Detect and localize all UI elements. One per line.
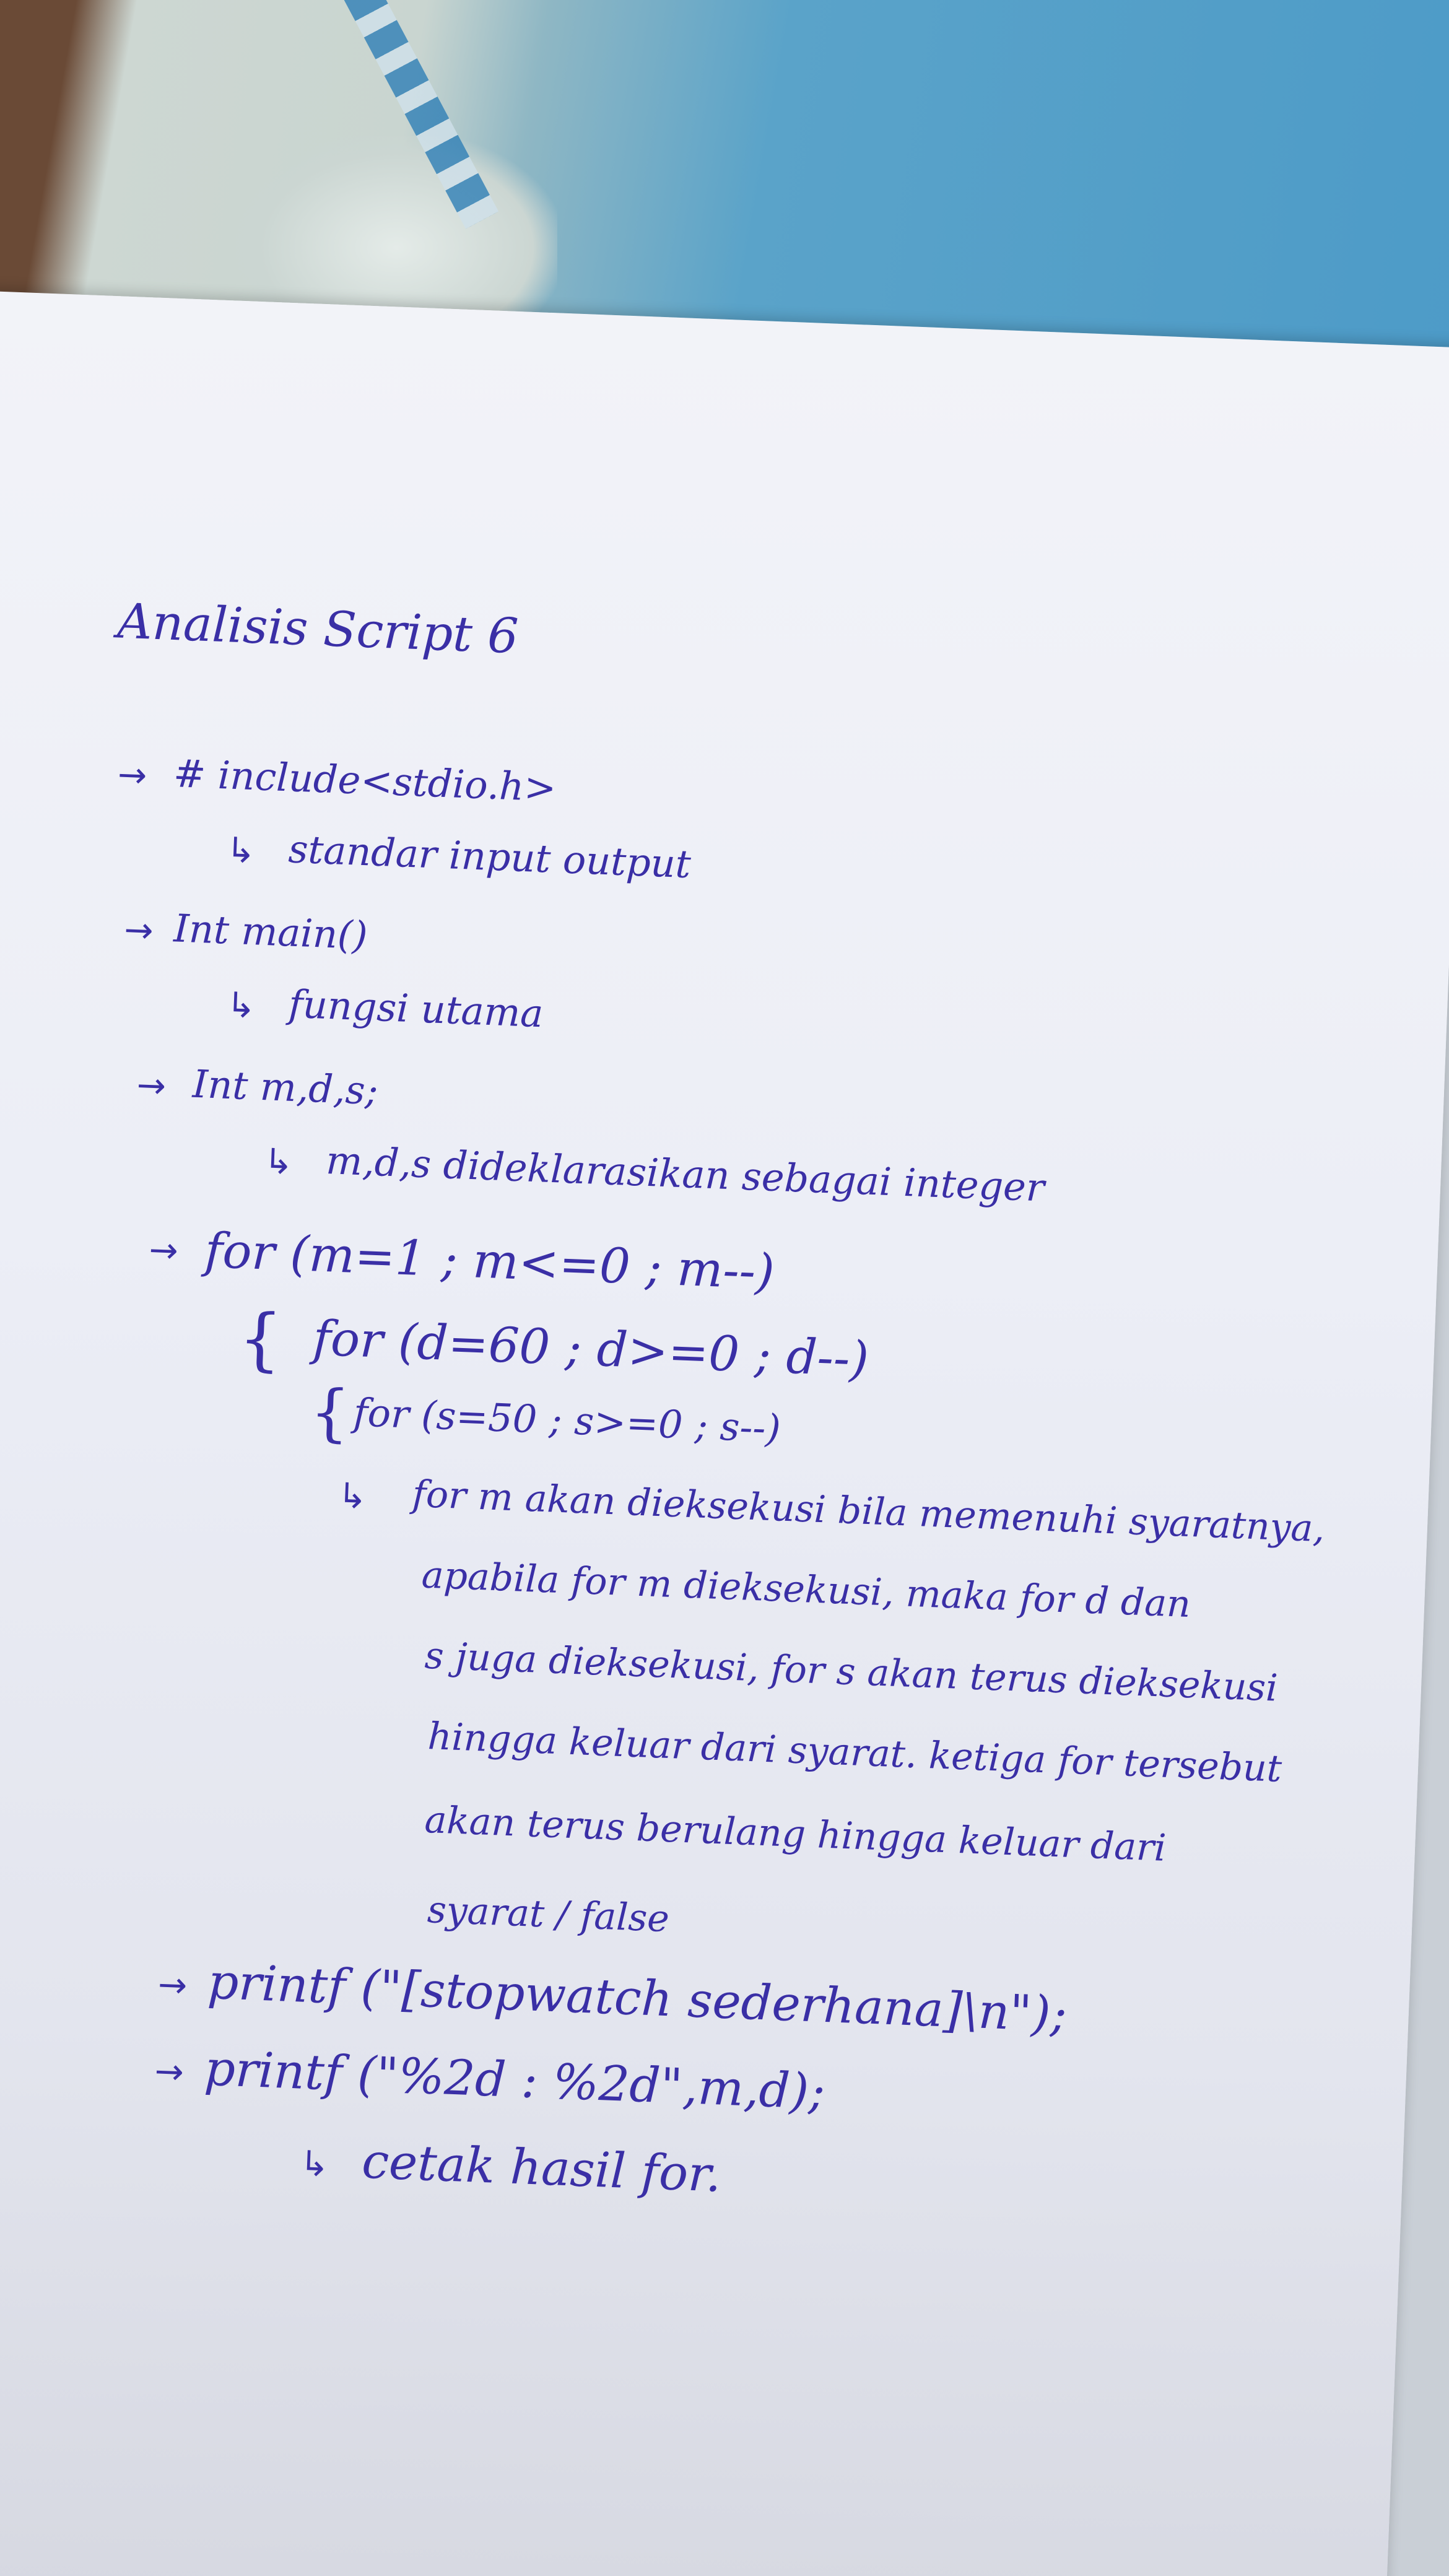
line-printf-title: printf ("[stopwatch sederhana]\n"); xyxy=(206,1954,1068,2043)
line-marker-arrow: → xyxy=(123,910,154,952)
line-marker-sub: ↳ xyxy=(299,2143,330,2185)
line-main-note: fungsi utama xyxy=(287,981,544,1037)
line-marker-arrow: → xyxy=(148,1230,179,1271)
explanation-line: akan terus berulang hingga keluar dari xyxy=(424,1798,1167,1870)
line-for-s: for (s=50 ; s>=0 ; s--) xyxy=(352,1390,781,1451)
explanation-line: apabila for m dieksekusi, maka for d dan xyxy=(420,1553,1192,1627)
brace-d: { xyxy=(237,1298,284,1380)
explanation-line: s juga dieksekusi, for s akan terus diek… xyxy=(424,1634,1279,1710)
notebook-page: Analisis Script 6 → # include<stdio.h> ↳… xyxy=(0,291,1449,2576)
page-title: Analisis Script 6 xyxy=(116,593,520,665)
line-printf-values: printf ("%2d : %2d",m,d); xyxy=(203,2040,827,2121)
line-declare-note: m,d,s dideklarasikan sebagai integer xyxy=(325,1138,1045,1211)
line-for-d: for (d=60 ; d>=0 ; d--) xyxy=(311,1310,870,1388)
line-marker-sub: ↳ xyxy=(225,985,257,1027)
line-for-m: for (m=1 ; m<=0 ; m--) xyxy=(204,1222,776,1300)
line-marker-sub: ↳ xyxy=(337,1476,368,1517)
explanation-line: for m akan dieksekusi bila memenuhi syar… xyxy=(411,1472,1326,1551)
line-marker-arrow: → xyxy=(157,1964,188,2006)
line-main: Int main() xyxy=(173,905,368,959)
line-marker-sub: ↳ xyxy=(225,830,256,872)
line-include: # include<stdio.h> xyxy=(172,751,557,811)
explanation-line: syarat / false xyxy=(426,1888,671,1941)
line-printf-note: cetak hasil for. xyxy=(360,2133,723,2203)
line-marker-arrow: → xyxy=(136,1065,167,1107)
line-include-note: standar input output xyxy=(287,826,692,887)
line-declare: Int m,d,s; xyxy=(191,1061,379,1114)
explanation-line: hingga keluar dari syarat. ketiga for te… xyxy=(427,1715,1283,1791)
line-marker-arrow: → xyxy=(154,2051,185,2093)
line-marker-sub: ↳ xyxy=(263,1141,294,1183)
line-marker-arrow: → xyxy=(116,754,148,796)
brace-s: { xyxy=(308,1375,351,1450)
